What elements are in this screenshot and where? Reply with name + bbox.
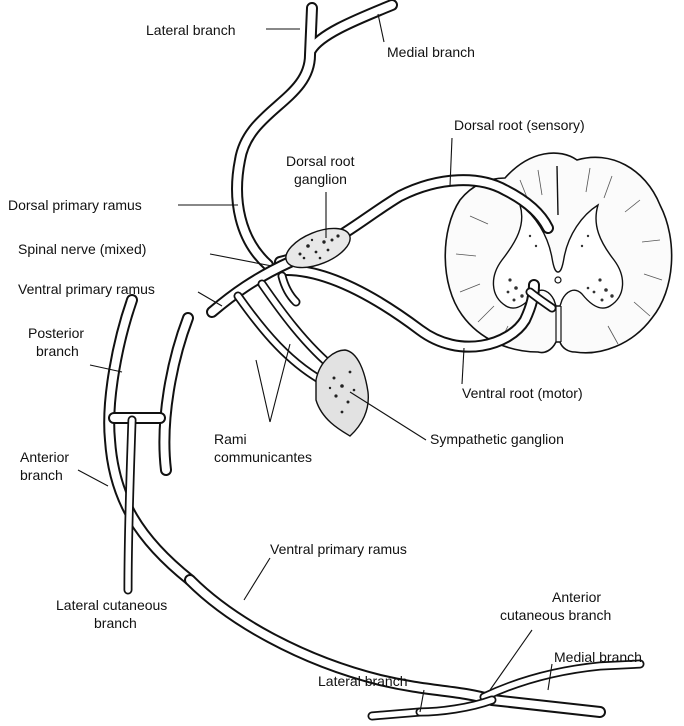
sympathetic-ganglion: [316, 350, 368, 436]
label-dorsal-root: Dorsal root (sensory): [454, 117, 585, 133]
label-anterior-branch-2: branch: [20, 467, 63, 483]
label-dorsal-root-ganglion-2: ganglion: [294, 171, 347, 187]
label-rami-communicantes-2: communicantes: [214, 449, 312, 465]
label-lateral-branch-bottom: Lateral branch: [318, 673, 408, 689]
label-dorsal-primary-ramus: Dorsal primary ramus: [8, 197, 142, 213]
label-anterior-branch-1: Anterior: [20, 449, 69, 465]
label-sympathetic-ganglion: Sympathetic ganglion: [430, 431, 564, 447]
label-dorsal-root-ganglion-1: Dorsal root: [286, 153, 355, 169]
label-posterior-branch-2: branch: [36, 343, 79, 359]
label-spinal-nerve: Spinal nerve (mixed): [18, 241, 146, 257]
label-posterior-branch-1: Posterior: [28, 325, 84, 341]
label-ventral-primary-ramus-bottom: Ventral primary ramus: [270, 541, 407, 557]
label-anterior-cutaneous-branch-1: Anterior: [552, 589, 601, 605]
label-anterior-cutaneous-branch-2: cutaneous branch: [500, 607, 611, 623]
label-ventral-root: Ventral root (motor): [462, 385, 583, 401]
label-lateral-cutaneous-branch-1: Lateral cutaneous: [56, 597, 167, 613]
label-lateral-cutaneous-branch-2: branch: [94, 615, 137, 631]
label-medial-branch-top: Medial branch: [387, 44, 475, 60]
label-medial-branch-bottom: Medial branch: [554, 649, 642, 665]
label-lateral-branch-top: Lateral branch: [146, 22, 236, 38]
label-rami-communicantes-1: Rami: [214, 431, 247, 447]
label-ventral-primary-ramus-top: Ventral primary ramus: [18, 281, 155, 297]
